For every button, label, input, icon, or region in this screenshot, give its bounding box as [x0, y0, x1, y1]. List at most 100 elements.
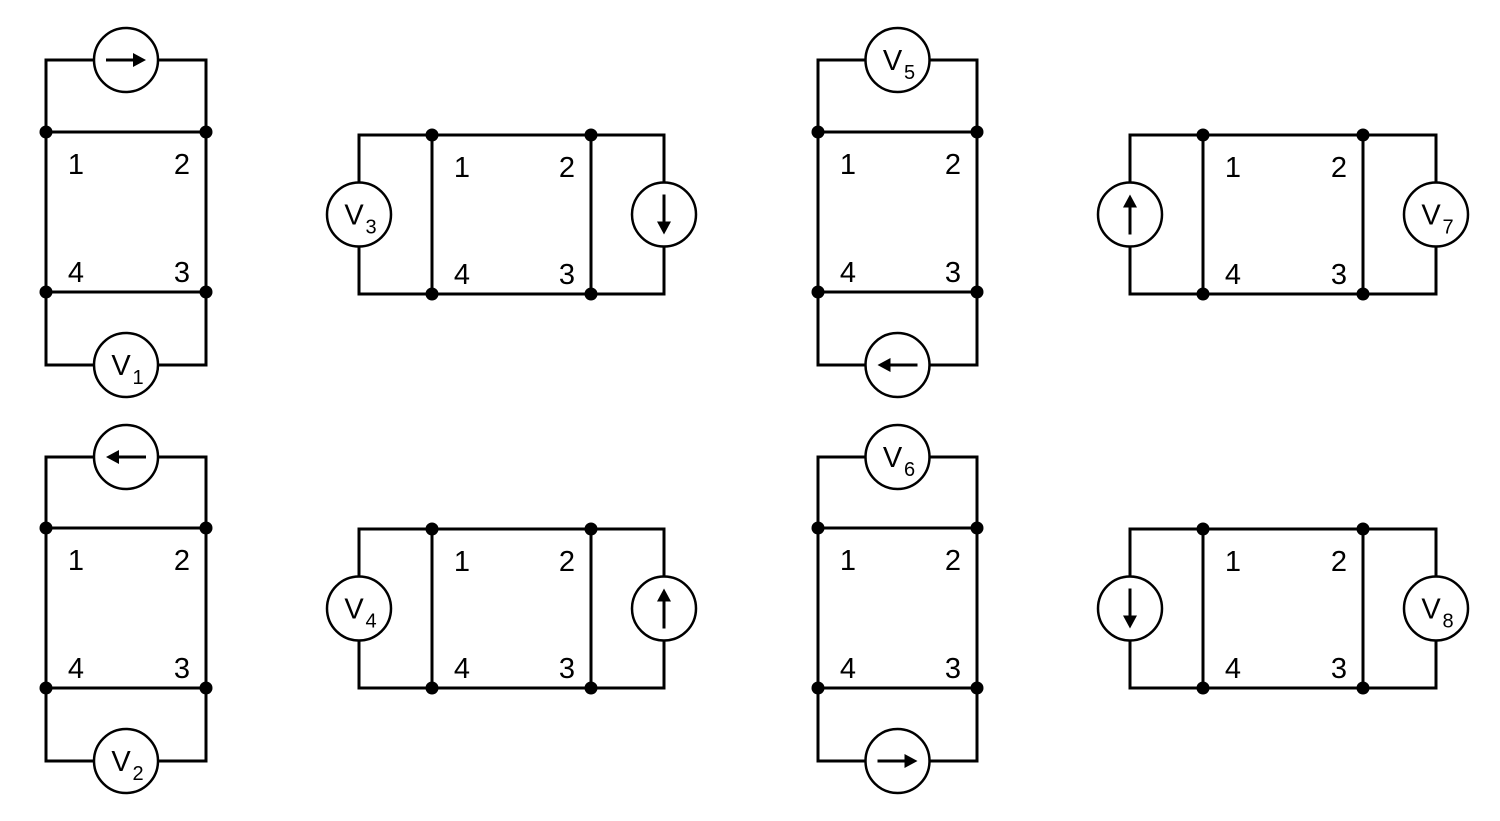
current-source-4: [630, 575, 698, 642]
node-dot-3: [584, 681, 598, 695]
node-label-1: 1: [840, 149, 856, 181]
voltmeter-subscript: 5: [904, 62, 915, 84]
node-dot-4: [811, 681, 825, 695]
arrow-head: [1123, 615, 1137, 629]
node-label-4: 4: [840, 257, 856, 289]
node-dot-4: [425, 287, 439, 301]
voltmeter-subscript: 7: [1442, 217, 1453, 239]
arrow-head: [657, 221, 671, 235]
node-label-2: 2: [945, 149, 961, 181]
voltmeter-label: V: [1421, 200, 1441, 232]
arrow-head: [106, 450, 119, 464]
voltmeter-label: V: [883, 442, 903, 474]
node-label-1: 1: [454, 152, 470, 184]
main-loop-wire: [44, 526, 208, 690]
node-dot-3: [1356, 287, 1370, 301]
voltmeter-circle: [325, 181, 393, 248]
main-loop-wire: [816, 130, 979, 294]
node-label-1: 1: [840, 545, 856, 577]
main-loop-wire: [430, 527, 593, 690]
node-label-2: 2: [559, 546, 575, 578]
voltmeter-subscript: 4: [365, 611, 376, 633]
main-loop-wire: [44, 130, 208, 294]
arrow-head: [877, 358, 891, 372]
voltmeter-subscript: 2: [132, 763, 143, 785]
node-dot-3: [199, 285, 213, 299]
node-dot-2: [1356, 522, 1370, 536]
voltmeter-label: V: [111, 350, 131, 382]
main-loop-wire: [1201, 527, 1365, 690]
node-dot-1: [425, 128, 439, 142]
node-label-1: 1: [454, 546, 470, 578]
node-label-2: 2: [559, 152, 575, 184]
voltmeter-circle: [92, 727, 160, 795]
current-source-8: [1096, 575, 1164, 642]
node-dot-2: [584, 128, 598, 142]
node-dot-1: [811, 125, 825, 139]
node-label-3: 3: [559, 653, 575, 685]
voltmeter-label: V: [344, 200, 364, 232]
voltmeter-subscript: 3: [365, 217, 376, 239]
node-label-1: 1: [68, 149, 84, 181]
current-source-3: [630, 181, 698, 248]
node-dot-1: [39, 521, 53, 535]
node-dot-3: [584, 287, 598, 301]
node-label-4: 4: [68, 257, 84, 289]
voltmeter-circle: [864, 423, 931, 491]
voltmeter-label: V: [344, 594, 364, 626]
voltmeter-label: V: [1421, 594, 1441, 626]
arrow-up-icon: [1123, 194, 1137, 235]
node-label-3: 3: [945, 257, 961, 289]
node-label-3: 3: [1331, 259, 1347, 291]
arrow-left-icon: [877, 358, 918, 372]
node-dot-2: [1356, 128, 1370, 142]
voltmeter-label: V: [883, 45, 903, 77]
main-loop-wire: [1201, 133, 1365, 296]
main-loop-wire: [430, 133, 593, 296]
node-dot-1: [811, 521, 825, 535]
voltmeter-circle: [1402, 181, 1470, 248]
voltmeter-subscript: 6: [904, 459, 915, 481]
node-dot-4: [811, 285, 825, 299]
node-dot-3: [199, 681, 213, 695]
node-label-4: 4: [1225, 259, 1241, 291]
node-dot-4: [39, 681, 53, 695]
arrow-head: [904, 754, 918, 768]
node-dot-4: [39, 285, 53, 299]
node-dot-1: [1196, 128, 1210, 142]
node-dot-3: [970, 285, 984, 299]
node-dot-4: [425, 681, 439, 695]
voltmeter-subscript: 1: [132, 367, 143, 389]
node-label-2: 2: [945, 545, 961, 577]
node-label-4: 4: [840, 653, 856, 685]
node-label-4: 4: [68, 653, 84, 685]
current-source-6: [864, 727, 931, 795]
main-loop-wire: [816, 526, 979, 690]
arrow-right-icon: [106, 53, 146, 67]
node-dot-4: [1196, 681, 1210, 695]
node-label-2: 2: [1331, 152, 1347, 184]
current-source-7: [1096, 181, 1164, 248]
current-source-2: [92, 423, 160, 491]
node-label-2: 2: [174, 149, 190, 181]
arrow-down-icon: [657, 194, 671, 235]
node-label-2: 2: [174, 545, 190, 577]
node-dot-2: [584, 522, 598, 536]
node-label-4: 4: [454, 259, 470, 291]
node-label-3: 3: [1331, 653, 1347, 685]
node-dot-1: [39, 125, 53, 139]
current-source-1: [92, 26, 160, 94]
node-label-1: 1: [1225, 546, 1241, 578]
arrow-down-icon: [1123, 588, 1137, 629]
